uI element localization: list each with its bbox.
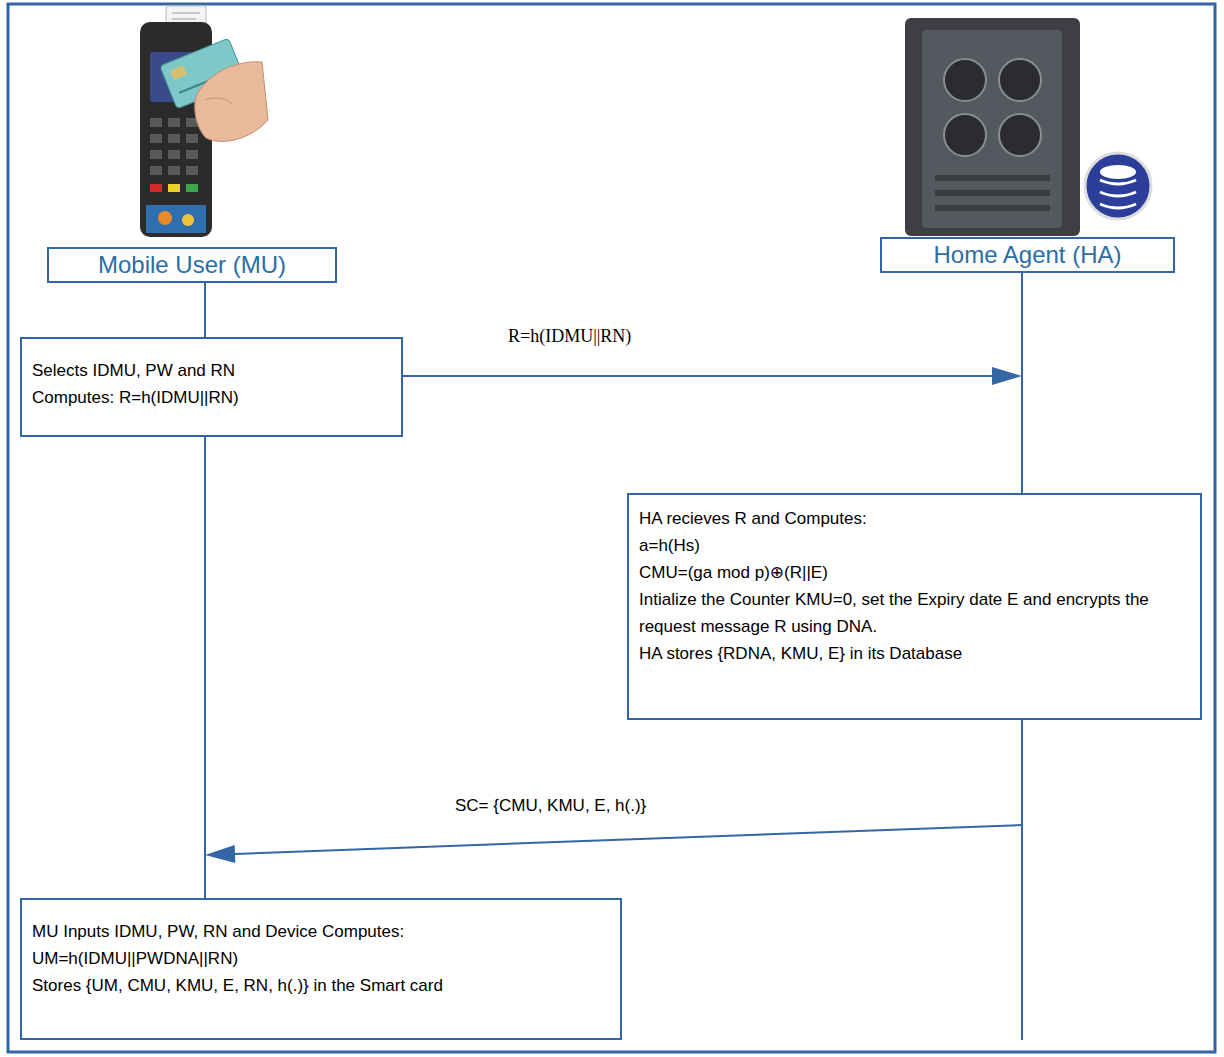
message-label: SC= {CMU, KMU, E, h(.)}: [455, 796, 646, 816]
step-text: Intialize the Counter KMU=0, set the Exp…: [639, 586, 1190, 640]
actor-name: Mobile User (MU): [98, 251, 286, 279]
step-text: HA stores {RDNA, KMU, E} in its Database: [639, 640, 1190, 667]
message-arrow: [403, 375, 992, 377]
process-box: Selects IDMU, PW and RNComputes: R=h(IDM…: [20, 337, 403, 437]
outer-frame: [8, 4, 1215, 1052]
lifeline: [204, 437, 206, 898]
step-text: Computes: R=h(IDMU||RN): [32, 384, 391, 411]
actor-header: Mobile User (MU): [47, 247, 337, 283]
lifeline: [1021, 273, 1023, 493]
process-box: HA recieves R and Computes:a=h(Hs)CMU=(g…: [627, 493, 1202, 720]
step-text: MU Inputs IDMU, PW, RN and Device Comput…: [32, 918, 610, 945]
step-text: HA recieves R and Computes:: [639, 505, 1190, 532]
lifeline: [204, 283, 206, 337]
step-text: Selects IDMU, PW and RN: [32, 357, 391, 384]
pos-terminal-picture: [140, 6, 268, 237]
step-text: a=h(Hs): [639, 532, 1190, 559]
actor-header: Home Agent (HA): [880, 237, 1175, 273]
process-box: MU Inputs IDMU, PW, RN and Device Comput…: [20, 898, 622, 1040]
step-text: UM=h(IDMU||PWDNA||RN): [32, 945, 610, 972]
actor-name: Home Agent (HA): [933, 241, 1121, 269]
message-label: R=h(IDMU||RN): [508, 326, 631, 347]
step-text: Stores {UM, CMU, KMU, E, RN, h(.)} in th…: [32, 972, 610, 999]
arrow-head: [205, 845, 235, 863]
message-arrow: [235, 825, 1022, 854]
arrow-head: [992, 367, 1022, 385]
step-text: CMU=(ga mod p)⊕(R||E): [639, 559, 1190, 586]
server-picture: [905, 18, 1151, 236]
lifeline-tail: [1021, 720, 1023, 1040]
